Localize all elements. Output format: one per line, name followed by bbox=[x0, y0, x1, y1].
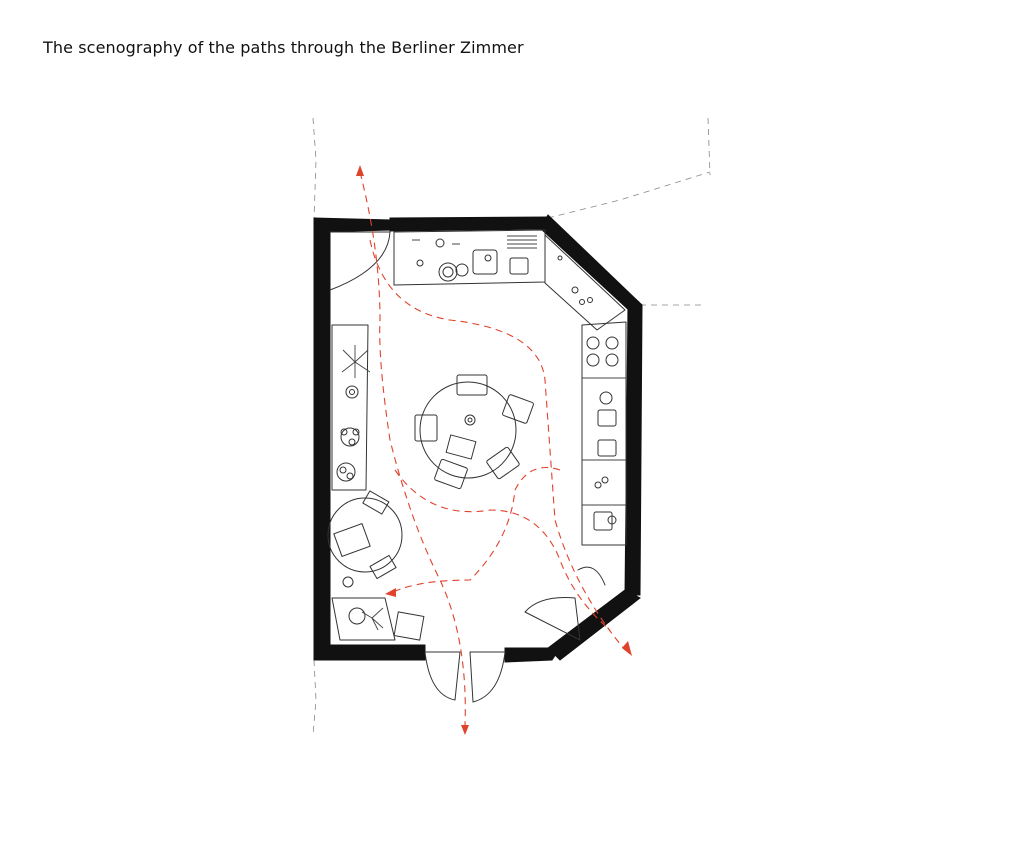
door-right bbox=[524, 597, 581, 641]
wall-diagonal-top bbox=[539, 214, 643, 314]
wall-top-left bbox=[313, 217, 393, 233]
wall-right bbox=[624, 304, 643, 596]
side-table bbox=[327, 497, 403, 573]
chair bbox=[456, 374, 488, 396]
wall-bottom-left bbox=[313, 644, 426, 661]
arrow-left bbox=[385, 588, 396, 597]
arrow-up bbox=[356, 165, 364, 176]
circulation-paths bbox=[356, 165, 632, 735]
stove-burner bbox=[586, 336, 600, 350]
path-right-to-left bbox=[392, 466, 561, 593]
kitchen-counter-right bbox=[581, 321, 627, 546]
context-lines bbox=[312, 117, 711, 736]
arrow-down bbox=[461, 725, 469, 735]
door-bottom bbox=[424, 651, 461, 701]
wall-bottom-right bbox=[504, 647, 561, 663]
arrow-right bbox=[622, 641, 632, 656]
door-top-left bbox=[329, 231, 391, 291]
book bbox=[445, 434, 477, 460]
dining-table bbox=[419, 381, 517, 479]
shelf-left bbox=[331, 324, 369, 491]
furniture bbox=[327, 229, 627, 703]
diagram-title: The scenography of the paths through the… bbox=[43, 38, 524, 57]
walls bbox=[313, 214, 643, 663]
path-center-right bbox=[394, 469, 611, 631]
path-top-to-right bbox=[369, 239, 626, 651]
wall-left bbox=[313, 221, 331, 657]
wall-top bbox=[389, 216, 551, 232]
kitchen-counter-diagonal bbox=[544, 234, 626, 331]
plant bbox=[341, 345, 371, 378]
path-top-to-bottom bbox=[359, 171, 466, 726]
wall-diagonal-bottom bbox=[547, 589, 641, 661]
